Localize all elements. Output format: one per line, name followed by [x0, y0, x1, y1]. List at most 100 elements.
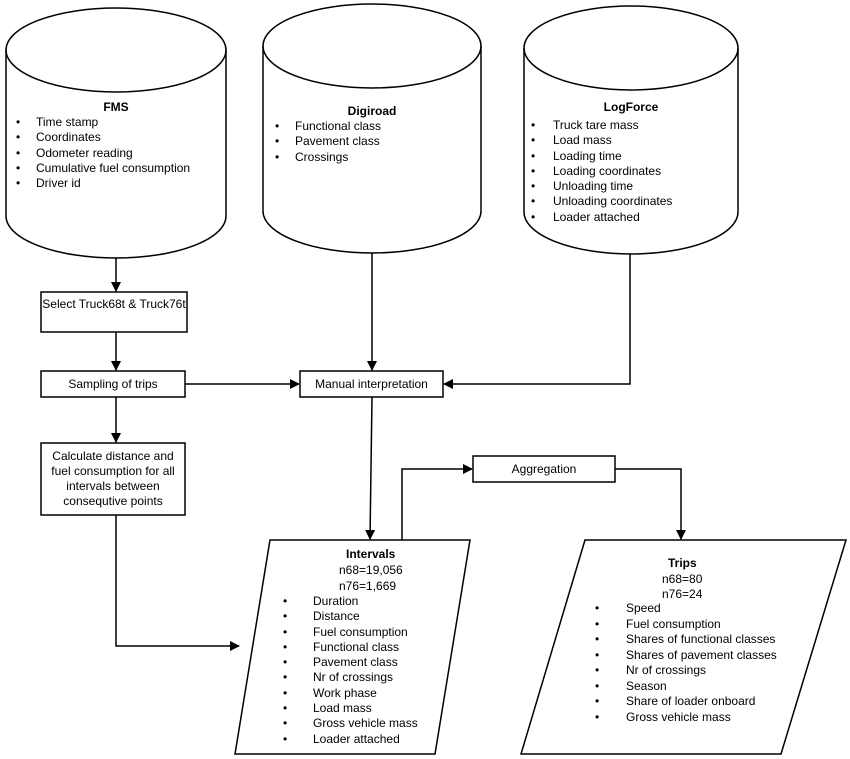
list-item: • Load mass	[531, 133, 672, 148]
list-item-label: Load mass	[553, 133, 612, 148]
bullet-icon: •	[595, 663, 600, 677]
bullet-icon: •	[595, 601, 600, 615]
list-item-label: Loader attached	[553, 209, 640, 224]
list-item: • Loader attached	[531, 209, 672, 225]
arrow-intervals-to-aggregation	[401, 464, 473, 540]
list-item: • Loader attached	[283, 731, 418, 747]
list-item-label: Time stamp	[36, 115, 99, 129]
list-item: • Driver id	[16, 176, 190, 191]
bullet-icon: •	[595, 647, 600, 662]
list-item-label: Cumulative fuel consumption	[36, 160, 191, 175]
list-item: •Season	[595, 679, 777, 695]
list-item-label: Fuel consumption	[313, 624, 408, 639]
bullet-icon: •	[283, 655, 288, 670]
list-item-label: Loading time	[553, 148, 622, 163]
list-item-label: Work phase	[313, 685, 377, 700]
list-item-label: Distance	[313, 609, 360, 624]
bullet-icon: •	[283, 716, 288, 731]
bullet-icon: •	[595, 709, 600, 724]
calculate-label: Calculate distance and fuel consumption …	[51, 449, 175, 508]
bullet-icon: •	[531, 163, 536, 178]
intervals-parallelogram	[234, 539, 471, 755]
list-item-label: Unloading time	[553, 179, 634, 194]
list-item-label: Functional class	[295, 119, 382, 133]
bullet-icon: •	[283, 701, 288, 716]
list-item: • Speed	[595, 601, 777, 617]
list-item: •Odometer reading	[16, 145, 190, 161]
list-item-label: Truck tare mass	[553, 118, 639, 132]
trips-count-n76: n76=24	[662, 587, 703, 601]
list-item-label: Coordinates	[36, 130, 101, 145]
aggregation-label: Aggregation	[511, 462, 577, 476]
bullet-icon: •	[275, 119, 280, 133]
list-item-label: Pavement class	[313, 655, 398, 670]
list-item: •Distance	[283, 609, 418, 624]
logforce-title: LogForce	[603, 100, 659, 114]
manual-interpretation-box	[299, 370, 444, 398]
bullet-icon: •	[275, 149, 280, 164]
bullet-icon: •	[531, 179, 536, 194]
intervals-count-n76: n76=1,669	[339, 579, 397, 593]
list-item: • Cumulative fuel consumption	[16, 160, 191, 176]
list-item-label: Driver id	[36, 176, 81, 191]
calculate-box	[40, 442, 186, 516]
manual-interpretation-label: Manual interpretation	[315, 377, 428, 391]
list-item-label: Shares of pavement classes	[626, 647, 777, 662]
list-item: • Nr of crossings	[283, 670, 418, 685]
list-item: • Load mass	[283, 701, 418, 716]
bullet-icon: •	[595, 616, 600, 631]
list-item: • Functional class	[275, 119, 382, 134]
list-item: • Truck tare mass	[531, 118, 672, 133]
sampling-label: Sampling of trips	[68, 377, 158, 391]
list-item: • Fuel consumption	[595, 616, 777, 633]
bullet-icon: •	[16, 130, 21, 145]
digiroad-database-cylinder	[262, 3, 482, 254]
bullet-icon: •	[16, 160, 21, 175]
list-item: • Unloading time	[531, 179, 672, 194]
bullet-icon: •	[531, 209, 536, 224]
list-item-label: Fuel consumption	[626, 616, 721, 631]
list-item-label: Speed	[626, 601, 661, 615]
bullet-icon: •	[595, 678, 600, 693]
list-item-label: Crossings	[295, 149, 349, 164]
list-item: •Share of loader onboard	[595, 694, 777, 710]
list-item: •Nr of crossings	[595, 663, 777, 679]
intervals-item-list: •Duration•Distance•Fuel consumption•Func…	[283, 594, 418, 747]
bullet-icon: •	[283, 594, 288, 608]
list-item: • Pavement class	[283, 655, 418, 670]
digiroad-title: Digiroad	[347, 104, 397, 118]
list-item-label: Odometer reading	[36, 145, 133, 160]
bullet-icon: •	[531, 194, 536, 209]
list-item: •Pavement class	[275, 134, 381, 149]
bullet-icon: •	[595, 632, 600, 646]
list-item: • Work phase	[283, 685, 418, 701]
logforce-database-cylinder	[523, 5, 739, 255]
list-item-label: Nr of crossings	[313, 670, 394, 685]
bullet-icon: •	[531, 118, 536, 132]
digiroad-item-list: • Functional class•Pavement class• Crossin…	[275, 119, 382, 165]
trips-item-list: • Speed • Fuel consumption•Shares of functi…	[595, 601, 777, 726]
bullet-icon: •	[283, 624, 288, 639]
list-item-label: Pavement class	[295, 134, 380, 149]
bullet-icon: •	[531, 133, 536, 148]
list-item-label: Unloading coordinates	[553, 194, 673, 209]
fms-database-cylinder	[5, 7, 227, 259]
list-item: •Gross vehicle mass	[283, 716, 418, 731]
list-item-label: Functional class	[313, 639, 400, 654]
list-item-label: Duration	[313, 594, 359, 608]
list-item-label: Loader attached	[313, 731, 400, 746]
arrow-aggregation-to-trips	[615, 468, 686, 540]
intervals-title: Intervals	[346, 547, 396, 561]
list-item: • Gross vehicle mass	[595, 709, 777, 726]
list-item-label: Share of loader onboard	[626, 694, 756, 708]
select-trucks-box	[40, 291, 188, 333]
trips-count-n68: n68=80	[662, 572, 703, 586]
bullet-icon: •	[283, 731, 288, 746]
list-item: •Shares of functional classes	[595, 632, 777, 648]
bullet-icon: •	[16, 176, 21, 191]
bullet-icon: •	[283, 670, 288, 685]
list-item-label: Gross vehicle mass	[626, 709, 731, 724]
list-item-label: Load mass	[313, 701, 372, 716]
bullet-icon: •	[283, 685, 288, 700]
list-item: • Coordinates	[16, 130, 190, 145]
